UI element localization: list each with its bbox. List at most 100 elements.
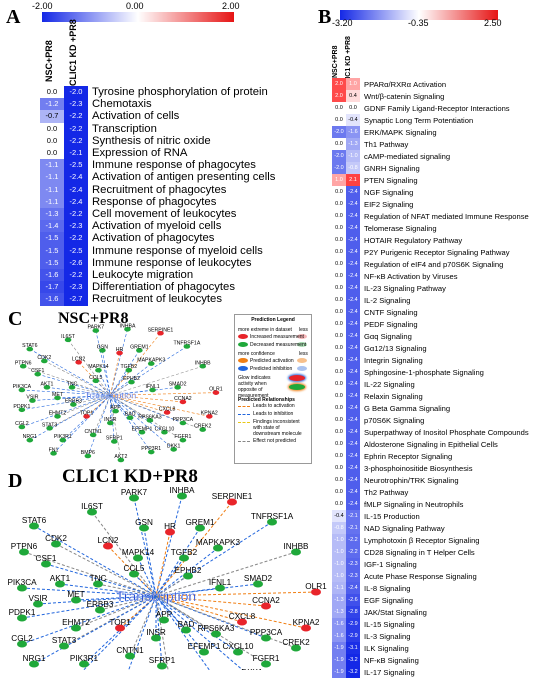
heatmap-cell-clic1: -2.1 xyxy=(346,522,360,534)
gene-label: CCNA2 xyxy=(174,396,192,402)
heatmap-row-label: EIF2 Signaling xyxy=(364,199,414,209)
gene-label: EPHB2 xyxy=(123,376,140,382)
heatmap-row-label: 3-phosphoinositide Biosynthesis xyxy=(364,463,473,473)
gene-node-ifnl1 xyxy=(215,584,225,592)
network-edge xyxy=(110,395,151,421)
gene-label: PPP3R1 xyxy=(141,446,161,452)
gene-node-park7 xyxy=(92,328,100,333)
gene-label: PIK3CA xyxy=(13,384,32,390)
network-edge xyxy=(110,370,130,396)
gene-label: CDK2 xyxy=(45,534,67,543)
gene-node-nrg1 xyxy=(29,660,39,668)
legend-decreased-light-swatch xyxy=(297,342,307,347)
gene-label: NRG1 xyxy=(23,434,38,440)
legend-less-1: less xyxy=(299,327,308,333)
gene-node-vsir xyxy=(29,398,36,403)
heatmap-row-label: Transcription xyxy=(92,122,157,135)
gene-label: SFRP1 xyxy=(106,436,123,442)
heatmap-cell-clic1: -2.4 xyxy=(346,258,360,270)
gene-node-crek2 xyxy=(291,644,301,652)
heatmap-row-label: PPARα/RXRα Activation xyxy=(364,79,447,89)
network-edge xyxy=(155,595,217,635)
heatmap-cell-nsc: 0.0 xyxy=(332,306,346,318)
gene-node-pik3ca xyxy=(18,387,26,393)
heatmap-cell-nsc: -0.7 xyxy=(40,110,64,123)
gene-label: KPNA2 xyxy=(201,410,218,416)
gene-node-smad2 xyxy=(253,580,263,588)
gene-label: MET xyxy=(52,392,64,398)
gene-node-cdk2 xyxy=(51,540,61,548)
heatmap-cell-clic1: -2.4 xyxy=(64,195,88,208)
network-edge xyxy=(155,521,273,597)
network-edge xyxy=(21,587,157,597)
heatmap-cell-nsc: -1.1 xyxy=(332,582,346,594)
heatmap-cell-nsc: 2.0 xyxy=(332,78,346,90)
heatmap-row-label: NAD Signaling Pathway xyxy=(364,523,445,533)
network-edge xyxy=(155,595,267,665)
gene-label: AKT1 xyxy=(50,574,71,583)
gene-label: INHBA xyxy=(120,323,136,329)
heatmap-cell-clic1: -2.4 xyxy=(346,294,360,306)
gene-node-nrg1 xyxy=(26,437,34,443)
heatmap-row-label: Immune response of leukocytes xyxy=(92,256,252,269)
heatmap-row-label: G Beta Gamma Signaling xyxy=(364,403,451,413)
heatmap-row-label: JAK/Stat Signaling xyxy=(364,607,427,617)
legend-less-2: less xyxy=(299,351,308,357)
heatmap-cell-clic1: -2.3 xyxy=(64,98,88,111)
heatmap-cell-clic1: -2.9 xyxy=(346,618,360,630)
gene-node-inhba xyxy=(124,326,131,332)
heatmap-row-label: Neurotrophin/TRK Signaling xyxy=(364,475,459,485)
legend-title: Prediction Legend xyxy=(251,317,295,323)
gene-label: PDPK1 xyxy=(9,608,36,617)
gene-label: EFEMP1 xyxy=(188,642,221,651)
network-edge xyxy=(23,551,157,597)
gene-node-tnfrsf1a xyxy=(183,344,191,349)
gene-node-pik3r1 xyxy=(59,437,67,443)
gene-node-tnc xyxy=(68,385,76,390)
heatmap-row-label: Activation of phagocytes xyxy=(92,232,215,245)
network-edge xyxy=(29,395,111,441)
heatmap-cell-clic1: -0.4 xyxy=(346,114,360,126)
heatmap-cell-nsc: 0.0 xyxy=(332,318,346,330)
panel-letter-a: A xyxy=(6,6,21,28)
network-edge xyxy=(110,329,128,396)
network-edge xyxy=(133,497,157,597)
heatmap-row-label: IL-15 Signaling xyxy=(364,619,415,629)
gene-node-erbb3 xyxy=(95,606,105,614)
heatmap-cell-clic1: -2.7 xyxy=(64,293,88,306)
network-edge xyxy=(37,373,111,396)
gene-label: LCN2 xyxy=(72,356,85,362)
heatmap-cell-clic1: -2.4 xyxy=(346,450,360,462)
network-edge xyxy=(155,591,317,597)
gene-node-ptpn6 xyxy=(19,363,27,369)
gene-node-pdpk1 xyxy=(18,407,26,413)
network-edge xyxy=(155,595,244,670)
heatmap-cell-clic1: -2.2 xyxy=(64,110,88,123)
heatmap-cell-nsc: -0.8 xyxy=(332,522,346,534)
heatmap-cell-nsc: -1.9 xyxy=(332,666,346,678)
gene-label: PIK3R1 xyxy=(70,654,99,663)
scale-b-max: 2.50 xyxy=(484,18,502,28)
legend-decreased-swatch xyxy=(238,342,248,347)
gene-node-cxcl10 xyxy=(233,648,243,656)
heatmap-cell-nsc: 0.0 xyxy=(332,390,346,402)
heatmap-cell-clic1: -2.4 xyxy=(346,438,360,450)
gene-label: TOP1 xyxy=(80,410,94,416)
heatmap-cell-nsc: 0.0 xyxy=(332,366,346,378)
network-edge xyxy=(110,363,152,396)
network-edge xyxy=(110,395,165,433)
heatmap-cell-clic1: -2.6 xyxy=(346,594,360,606)
heatmap-row-label: Chemotaxis xyxy=(92,98,152,111)
heatmap-row-label: Integrin Signaling xyxy=(364,355,423,365)
gene-node-cntn1 xyxy=(125,652,135,660)
gene-label: CGL2 xyxy=(11,634,33,643)
network-edge xyxy=(75,595,157,601)
heatmap-cell-nsc: -1.5 xyxy=(40,244,64,257)
heatmap-row-label: IL-2 Signaling xyxy=(364,295,411,305)
network-edge xyxy=(137,557,157,597)
